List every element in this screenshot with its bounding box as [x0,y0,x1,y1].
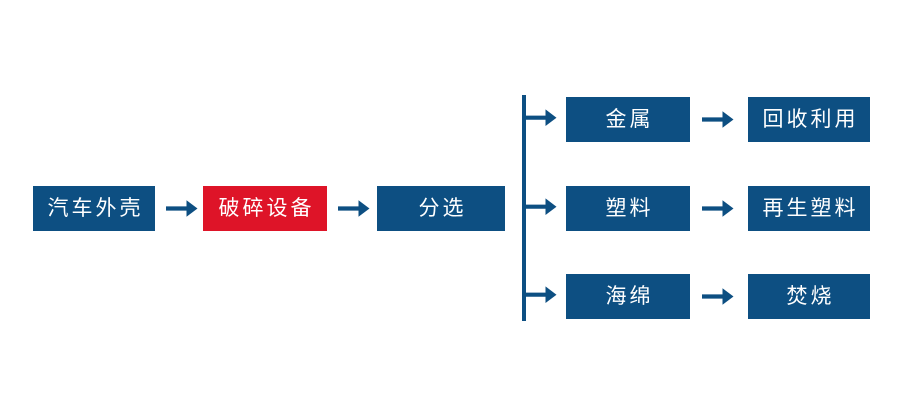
branch-bracket-icon [522,95,558,321]
arrow-right-icon-chain-2 [338,199,370,218]
node-sponge-outcome[interactable]: 焚烧 [748,274,870,319]
node-sponge-material[interactable]: 海绵 [566,274,690,319]
node-plastic-material[interactable]: 塑料 [566,186,690,231]
arrow-right-icon-branch-metal [702,110,734,129]
arrow-right-icon-branch-sponge [702,287,734,306]
node-metal-outcome[interactable]: 回收利用 [748,97,870,142]
node-plastic-outcome[interactable]: 再生塑料 [748,186,870,231]
arrow-right-icon-branch-plastic [702,199,734,218]
node-crushing-equipment[interactable]: 破碎设备 [203,186,327,231]
node-metal-material[interactable]: 金属 [566,97,690,142]
node-car-shell[interactable]: 汽车外壳 [33,186,155,231]
node-sorting[interactable]: 分选 [377,186,505,231]
arrow-right-icon-chain-1 [166,199,198,218]
